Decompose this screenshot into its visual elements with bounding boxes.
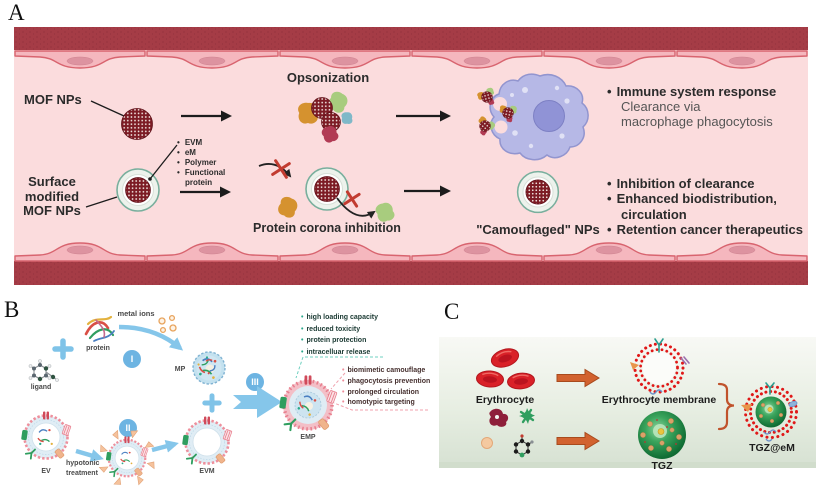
panel-a-label: A — [8, 0, 25, 25]
ligand-label: ligand — [30, 384, 52, 391]
metal-ions-icon — [158, 314, 177, 334]
surface-modified-label: Surface modified MOF NPs — [23, 174, 81, 218]
camouflaged-nps-label: "Camouflaged" NPs — [476, 222, 600, 237]
step-2-numeral: II — [125, 423, 131, 433]
arrow-c1 — [556, 368, 600, 388]
erythrocytes-icon — [476, 348, 535, 390]
vessel-wall-top — [14, 27, 808, 50]
arrow-b3 — [151, 439, 179, 453]
corona-inhibition-icon — [258, 159, 396, 224]
arrow-b4 — [233, 386, 282, 418]
vessel-illustration — [14, 27, 808, 285]
plus-icon-1 — [55, 341, 71, 357]
arrow-b1 — [118, 324, 184, 351]
arrow-b2 — [75, 448, 104, 462]
advantages-teal-list: high loading capacity reduced toxicity p… — [301, 312, 401, 358]
panel-c-label: C — [444, 299, 460, 324]
bracket-icon — [717, 382, 735, 431]
step-1-numeral: I — [130, 353, 134, 364]
step-circle-3 — [246, 373, 264, 391]
evm-label: EVM — [199, 468, 215, 475]
dash-pink-connector — [330, 372, 428, 411]
arrow-c2 — [556, 431, 600, 451]
metal-ions-label: metal ions — [117, 309, 155, 318]
panel-b-label: B — [4, 297, 20, 322]
tgzem-icon — [741, 382, 798, 442]
protein-icon — [84, 315, 115, 342]
erythrocyte-label: Erythrocyte — [475, 394, 535, 406]
protein-corona-inhibition-label: Protein corona inhibition — [253, 221, 401, 235]
tgzem-label: TGZ@eM — [749, 442, 795, 454]
mp-np-icon — [192, 351, 226, 385]
opsonization-complex-icon — [298, 89, 353, 145]
erythrocyte-membrane-icon — [630, 338, 690, 400]
advantages-pink-list: biomimetic camouflage phagocytosis preve… — [342, 366, 442, 409]
mof-np-icon — [90, 100, 153, 140]
vessel-wall-bottom — [14, 261, 808, 285]
protein-label: protein — [86, 345, 110, 352]
macrophage-icon — [473, 73, 589, 161]
camouflaged-np-icon — [516, 170, 560, 214]
emp-label: EMP — [300, 434, 316, 441]
evm-icon — [181, 415, 233, 465]
hypotonic-treatment-label: hypotonic treatment — [66, 460, 100, 477]
cargo-molecules-icon — [481, 408, 535, 458]
ev-label: EV — [41, 468, 51, 475]
mp-label: MP — [174, 366, 186, 373]
plus-icon-2 — [205, 396, 219, 410]
ev-icon — [20, 410, 72, 460]
immune-response-list: Immune system response Clearance via mac… — [607, 84, 807, 130]
opsonization-label: Opsonization — [286, 70, 370, 85]
erythrocyte-membrane-label: Erythrocyte membrane — [601, 394, 717, 406]
step-3-numeral: III — [251, 377, 259, 387]
emp-icon — [278, 374, 339, 432]
ligand-icon — [28, 359, 59, 382]
step-circle-1 — [123, 350, 141, 368]
coating-options-list: EVM eM Polymer Functional protein — [177, 138, 239, 188]
coated-np-icon — [85, 144, 178, 212]
tgz-icon — [638, 411, 686, 459]
mof-nps-label: MOF NPs — [24, 92, 82, 107]
tgz-label: TGZ — [651, 460, 673, 472]
benefits-list: Inhibition of clearance Enhanced biodist… — [607, 176, 811, 237]
